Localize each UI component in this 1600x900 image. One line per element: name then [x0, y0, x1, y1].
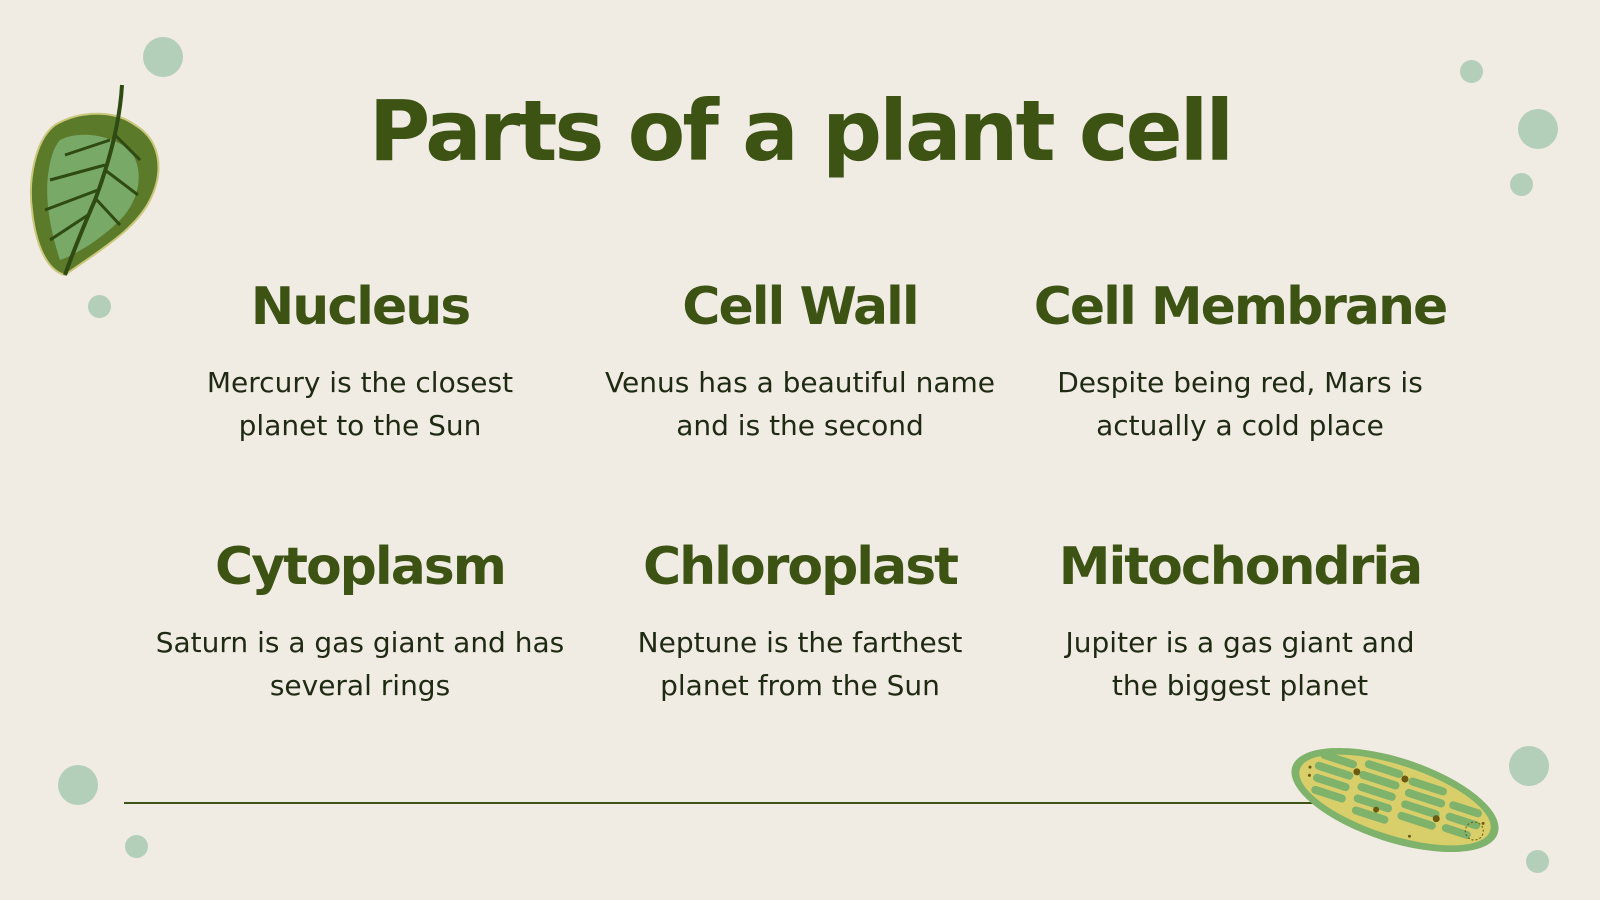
part-description: Venus has a beautiful name and is the se…	[605, 366, 995, 442]
part-cell-wall: Cell Wall Venus has a beautiful name and…	[580, 275, 1020, 447]
part-title: Chloroplast	[642, 537, 959, 597]
part-nucleus: Nucleus Mercury is the closest planet to…	[140, 275, 580, 447]
part-description: Neptune is the farthest planet from the …	[637, 626, 963, 702]
part-title: Cell Membrane	[1033, 277, 1449, 337]
decor-dot	[125, 835, 148, 858]
part-title: Nucleus	[250, 277, 471, 337]
decor-dot	[143, 37, 183, 77]
part-title: Cell Wall	[682, 277, 919, 337]
part-cell-membrane: Cell Membrane Despite being red, Mars is…	[1020, 275, 1460, 447]
decor-dot	[88, 295, 111, 318]
decor-dot	[1518, 109, 1558, 149]
part-chloroplast: Chloroplast Neptune is the farthest plan…	[580, 535, 1020, 707]
part-description: Despite being red, Mars is actually a co…	[1057, 366, 1423, 442]
part-title: Cytoplasm	[215, 537, 507, 597]
decor-dot	[1460, 60, 1483, 83]
part-title: Mitochondria	[1058, 537, 1424, 597]
part-mitochondria: Mitochondria Jupiter is a gas giant and …	[1020, 535, 1460, 707]
page-title: Parts of a plant cell	[368, 82, 1234, 180]
part-description: Saturn is a gas giant and has several ri…	[155, 626, 565, 702]
decor-dot	[1526, 850, 1549, 873]
part-description: Mercury is the closest planet to the Sun	[206, 366, 514, 442]
decor-dot	[1509, 746, 1549, 786]
leaf-icon	[29, 84, 160, 277]
part-description: Jupiter is a gas giant and the biggest p…	[1065, 626, 1415, 702]
decor-dot	[1510, 173, 1533, 196]
chloroplast-icon	[1291, 747, 1499, 853]
part-cytoplasm: Cytoplasm Saturn is a gas giant and has …	[140, 535, 580, 707]
decor-dot	[58, 765, 98, 805]
divider-line	[124, 802, 1314, 804]
